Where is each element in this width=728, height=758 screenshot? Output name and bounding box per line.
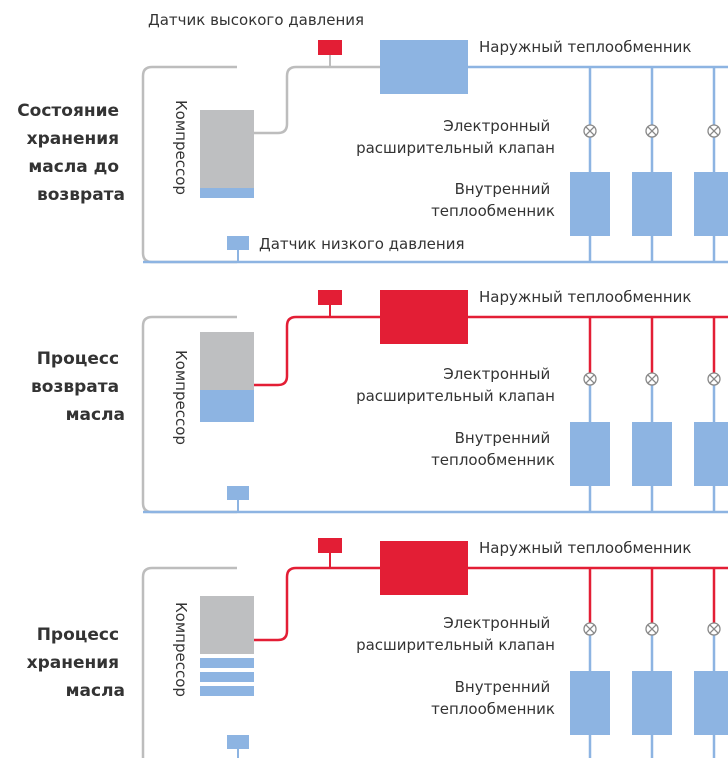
discharge-pipe-hot	[254, 315, 380, 387]
indoor-heat-exchanger	[570, 172, 610, 236]
exv-valve-icon	[583, 372, 597, 386]
panel-2-title: Процесс возврата масла	[31, 349, 125, 425]
suction-loop-pipe	[141, 566, 237, 758]
indoor-hx-label: Внутренний теплообменник	[431, 678, 555, 718]
low-pressure-sensor	[227, 236, 249, 250]
indoor-heat-exchanger	[632, 422, 672, 486]
exv-valve-icon	[583, 124, 597, 138]
exv-valve-icon	[707, 124, 721, 138]
indoor-heat-exchanger	[632, 671, 672, 735]
outdoor-heat-exchanger-hot	[380, 541, 468, 595]
exv-label: Электронный расширительный клапан	[356, 365, 555, 405]
panel-oil-stored-before-return: Состояние хранения масла до возврата Дат…	[17, 11, 728, 264]
compressor-label: Компрессор	[172, 350, 190, 445]
indoor-hx-label: Внутренний теплообменник	[431, 429, 555, 469]
exv-label: Электронный расширительный клапан	[356, 614, 555, 654]
exv-valve-icon	[707, 622, 721, 636]
compressor-oil-level	[200, 188, 254, 198]
high-pressure-sensor	[318, 290, 342, 305]
outdoor-hx-label: Наружный теплообменник	[479, 38, 691, 56]
panel-1-title: Состояние хранения масла до возврата	[17, 101, 125, 205]
compressor	[200, 110, 254, 188]
outdoor-heat-exchanger-hot	[380, 290, 468, 344]
exv-valve-icon	[707, 372, 721, 386]
high-pressure-sensor-label: Датчик высокого давления	[148, 11, 364, 29]
discharge-pipe-hot	[254, 566, 380, 642]
exv-valve-icon	[645, 622, 659, 636]
panel-3-title: Процесс хранения масла	[27, 625, 125, 701]
outdoor-heat-exchanger	[380, 40, 468, 94]
outdoor-hx-label: Наружный теплообменник	[479, 539, 691, 557]
outdoor-hx-label: Наружный теплообменник	[479, 288, 691, 306]
compressor-oil-level	[200, 390, 254, 422]
low-pressure-sensor	[227, 735, 249, 749]
exv-valve-icon	[645, 124, 659, 138]
high-pressure-sensor	[318, 40, 342, 55]
panel-oil-returning: Процесс возврата масла Наружный теплообм…	[31, 288, 728, 514]
indoor-heat-exchanger	[570, 422, 610, 486]
compressor	[200, 332, 254, 390]
discharge-pipe	[254, 65, 380, 135]
compressor	[200, 596, 254, 654]
compressor-oil-layer	[200, 672, 254, 682]
indoor-heat-exchanger	[632, 172, 672, 236]
indoor-hx-label: Внутренний теплообменник	[431, 180, 555, 220]
panel-oil-storing: Процесс хранения масла Наружный теплообм…	[27, 538, 728, 758]
compressor-oil-layer	[200, 686, 254, 696]
exv-label: Электронный расширительный клапан	[356, 117, 555, 157]
compressor-label: Компрессор	[172, 602, 190, 697]
compressor-oil-layer	[200, 658, 254, 668]
indoor-heat-exchanger	[694, 172, 728, 236]
indoor-heat-exchanger	[570, 671, 610, 735]
compressor-label: Компрессор	[172, 100, 190, 195]
indoor-heat-exchanger	[694, 671, 728, 735]
indoor-heat-exchanger	[694, 422, 728, 486]
exv-valve-icon	[645, 372, 659, 386]
exv-valve-icon	[583, 622, 597, 636]
low-pressure-sensor-label: Датчик низкого давления	[259, 235, 464, 253]
high-pressure-sensor	[318, 538, 342, 553]
low-pressure-sensor	[227, 486, 249, 500]
